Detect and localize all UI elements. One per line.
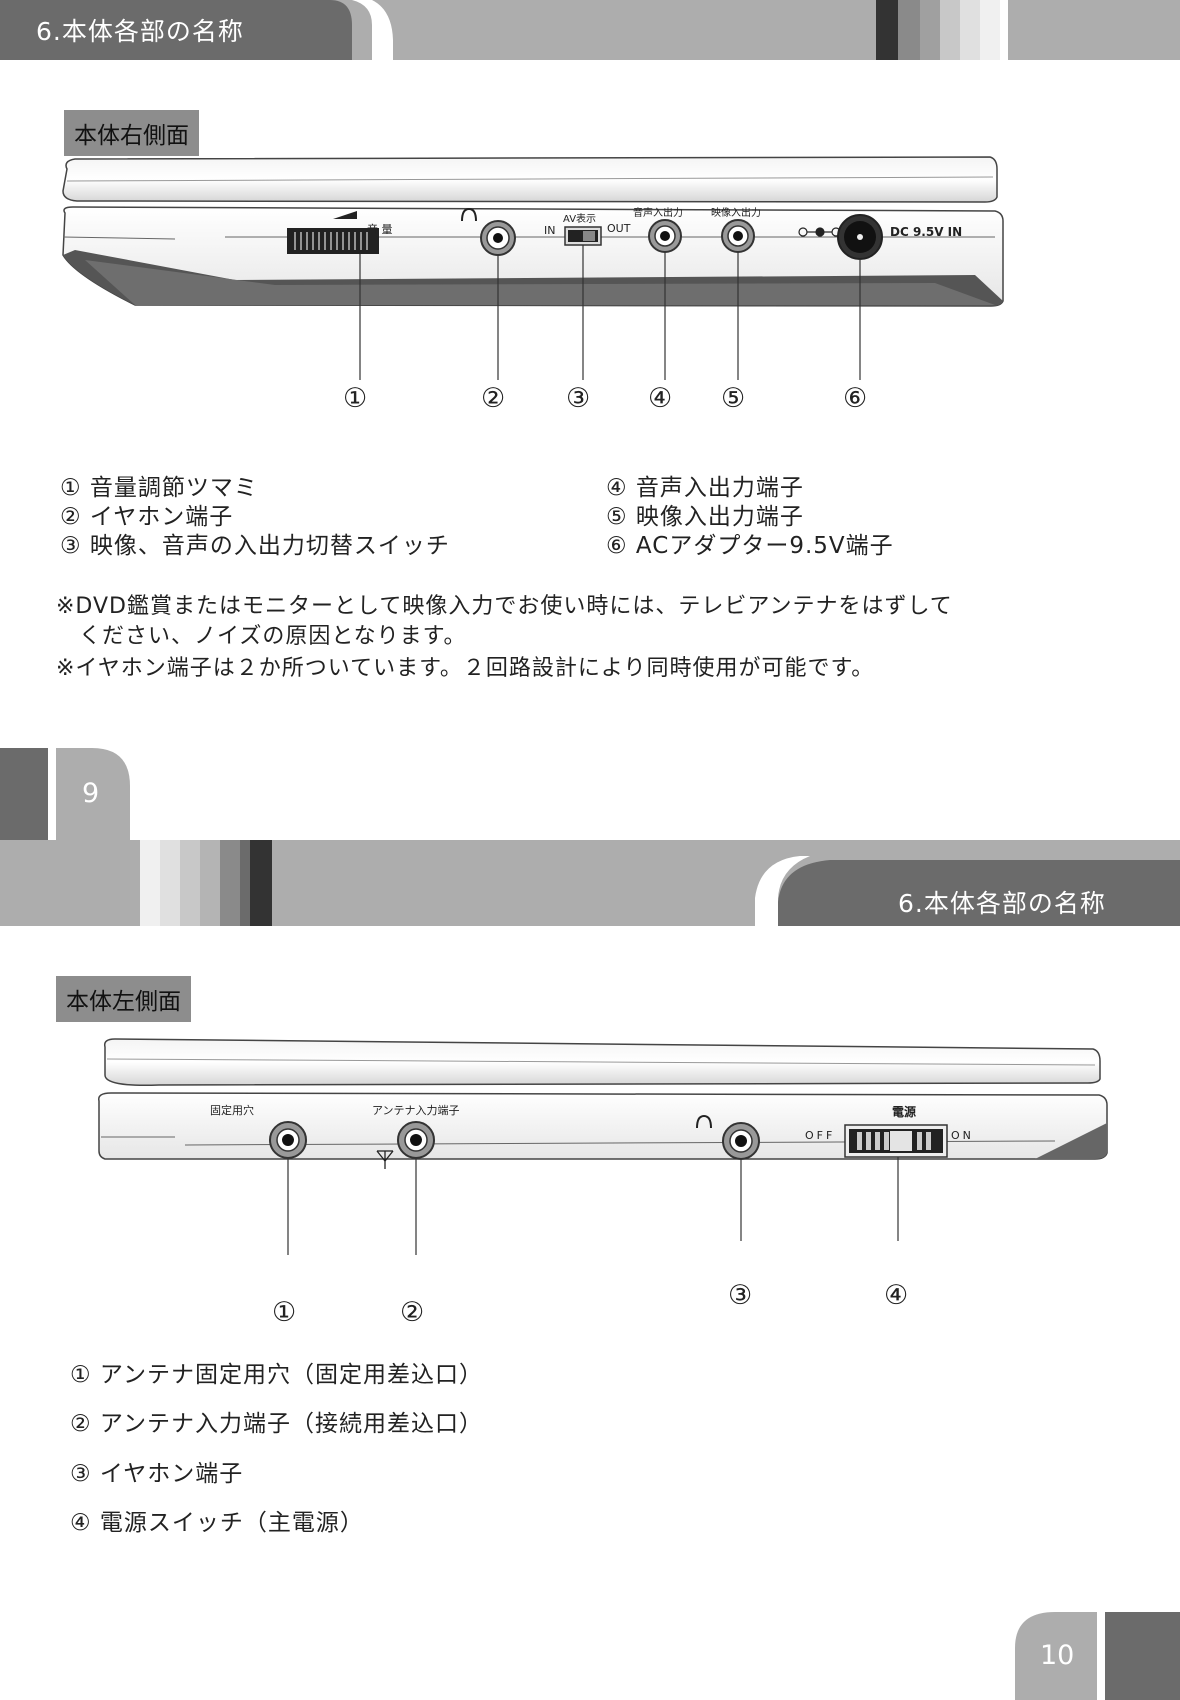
- callout-6: ⑥: [843, 383, 868, 414]
- callout-4: ④: [648, 383, 673, 414]
- note-line-2: ください、ノイズの原因となります。: [56, 624, 467, 649]
- top-section-label: 本体右側面: [64, 110, 199, 156]
- top-item-4: ④ 音声入出力端子: [606, 475, 804, 501]
- bottom-header-title: 6.本体各部の名称: [898, 889, 1106, 918]
- top-item-2: ② イヤホン端子: [60, 504, 234, 530]
- volume-ramp-icon: [333, 211, 357, 219]
- power-off-label: OFF: [805, 1129, 835, 1142]
- bottom-leader-lines: [287, 1205, 899, 1255]
- callout-2: ②: [400, 1297, 425, 1328]
- av-label: AV表示: [563, 212, 596, 225]
- antenna-in-label: アンテナ入力端子: [372, 1104, 460, 1117]
- callout-1: ①: [343, 383, 368, 414]
- page-9-tab: [0, 748, 130, 840]
- power-on-label: ON: [951, 1129, 974, 1142]
- callout-5: ⑤: [721, 383, 746, 414]
- callout-2: ②: [481, 383, 506, 414]
- audio-io-label: 音声入出力: [633, 206, 683, 219]
- top-header-band: [0, 0, 1180, 60]
- mount-hole-label: 固定用穴: [210, 1103, 254, 1117]
- bottom-item-3: ③ イヤホン端子: [70, 1461, 244, 1487]
- headphone-icon: [461, 207, 477, 222]
- page-number-9: 9: [82, 778, 100, 809]
- dc-in-label: DC 9.5V IN: [890, 225, 962, 239]
- device-right-side-illustration: 音 量 AV表示 IN OUT 音声入出力 映像入出力 DC 9.5V IN: [62, 156, 1004, 320]
- device-left-side-illustration: 固定用穴 アンテナ入力端子 電源 OFF ON: [98, 1038, 1108, 1205]
- callout-3: ③: [566, 383, 591, 414]
- callout-1: ①: [272, 1297, 297, 1328]
- dc-polarity-icon: [798, 227, 841, 237]
- bottom-item-1: ① アンテナ固定用穴（固定用差込口）: [70, 1362, 484, 1388]
- av-out-label: OUT: [607, 222, 631, 235]
- top-item-6: ⑥ ACアダプター9.5V端子: [606, 533, 894, 559]
- bottom-item-4: ④ 電源スイッチ（主電源）: [70, 1510, 364, 1536]
- top-item-1: ① 音量調節ツマミ: [60, 475, 258, 501]
- page-10-tab: [1015, 1612, 1180, 1700]
- volume-label: 音 量: [367, 222, 393, 236]
- page-number-10: 10: [1040, 1640, 1075, 1671]
- top-item-5: ⑤ 映像入出力端子: [606, 504, 804, 530]
- antenna-icon: [376, 1150, 394, 1169]
- bottom-item-2: ② アンテナ入力端子（接続用差込口）: [70, 1411, 484, 1437]
- top-leader-lines: [359, 320, 861, 380]
- av-in-label: IN: [544, 224, 555, 237]
- callout-4: ④: [884, 1280, 909, 1311]
- note-line-3: ※イヤホン端子は２か所ついています。２回路設計により同時使用が可能です。: [56, 656, 875, 681]
- callout-3: ③: [728, 1280, 753, 1311]
- video-io-label: 映像入出力: [711, 206, 761, 219]
- headphone-icon: [696, 1114, 712, 1129]
- note-line-1: ※DVD鑑賞またはモニターとして映像入力でお使い時には、テレビアンテナをはずして: [56, 594, 953, 619]
- bottom-header-band: [0, 840, 1180, 926]
- top-header-title: 6.本体各部の名称: [36, 17, 244, 46]
- bottom-section-label: 本体左側面: [56, 976, 191, 1022]
- top-item-3: ③ 映像、音声の入出力切替スイッチ: [60, 533, 450, 559]
- power-label: 電源: [892, 1104, 916, 1119]
